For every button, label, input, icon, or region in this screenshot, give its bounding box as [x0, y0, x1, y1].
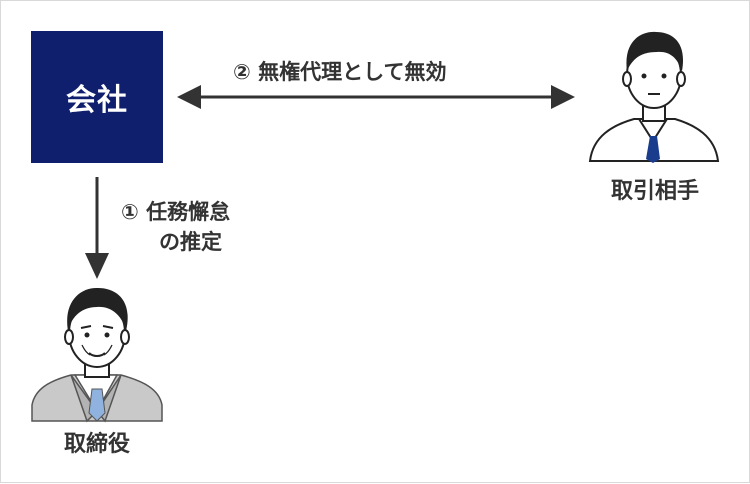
- director-caption: 取締役: [63, 432, 130, 457]
- double-arrow: [177, 85, 575, 109]
- duty-negligence-label: ① 任務懈怠 の推定: [121, 197, 291, 257]
- duty-negligence-line2: の推定: [159, 230, 222, 254]
- director-person-icon: [31, 287, 163, 423]
- partner-caption: 取引相手: [610, 179, 699, 204]
- partner-person-icon: [588, 31, 720, 163]
- unauthorized-agency-label: ② 無権代理として無効: [233, 60, 447, 84]
- duty-negligence-line1: ① 任務懈怠: [121, 200, 231, 224]
- company-box: 会社: [31, 31, 163, 163]
- company-label: 会社: [66, 83, 128, 118]
- down-arrow: [85, 177, 109, 279]
